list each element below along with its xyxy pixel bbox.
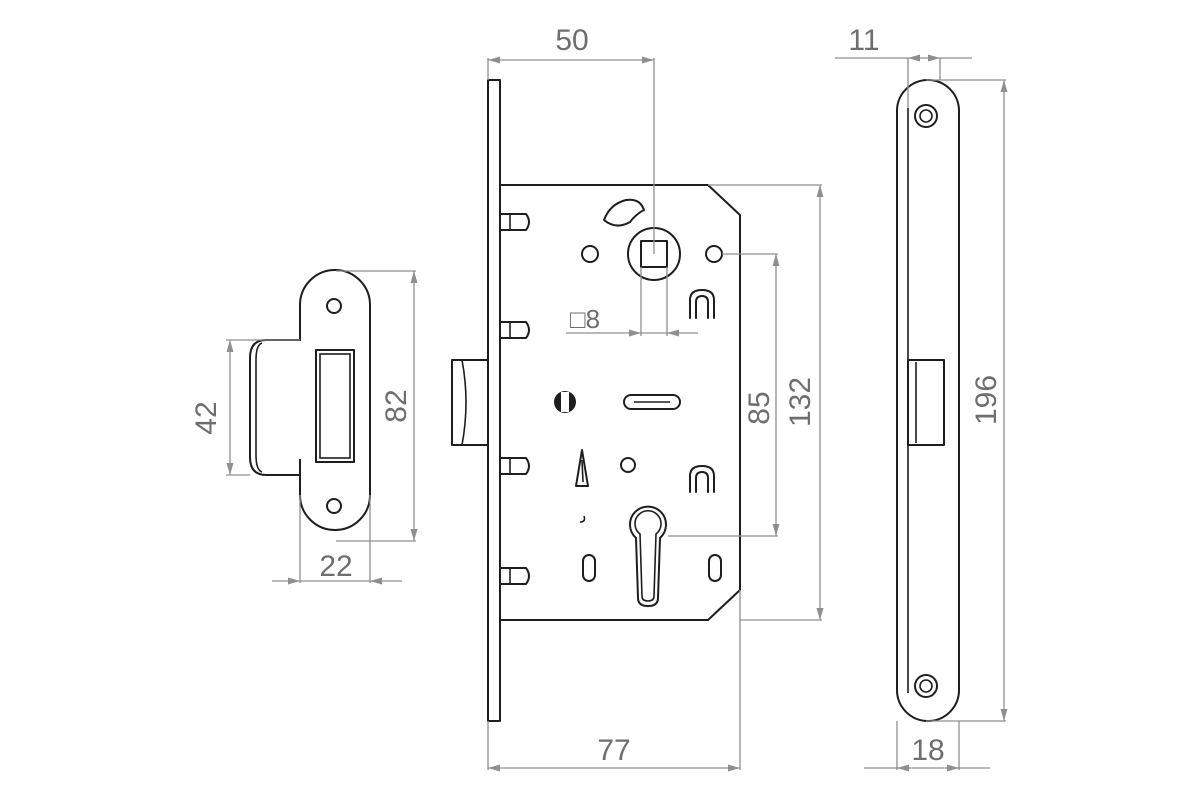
dimension-arrowhead — [728, 764, 740, 772]
label-strike-depth: 22 — [319, 550, 352, 583]
latch-bolt — [451, 359, 489, 446]
dim-line-strike-length — [336, 270, 416, 542]
faceplate-screw-top — [914, 104, 938, 128]
lock-body — [451, 79, 741, 722]
strike-lip — [249, 339, 301, 476]
mount-hole-left — [581, 245, 599, 263]
oval-hole-right — [708, 554, 722, 582]
lock-faceplate — [487, 79, 501, 722]
u-slot-lower — [689, 465, 715, 493]
lock-case-outline — [499, 184, 741, 621]
label-spindle: □8 — [570, 304, 600, 334]
spring-tab-1 — [499, 213, 530, 231]
dim-line-strike-height — [226, 339, 300, 476]
dimension-arrowhead — [928, 54, 940, 62]
dim-line-faceplate-thickness — [835, 57, 972, 108]
spring-hook — [579, 515, 586, 523]
u-slot-upper — [689, 289, 715, 319]
dimension-arrowhead — [488, 56, 500, 64]
dimension-arrowhead — [667, 329, 679, 337]
strike-bolt-opening — [315, 349, 355, 463]
dimension-arrowhead — [772, 254, 780, 266]
dim-line-case-height — [708, 184, 822, 621]
label-center-distance: 85 — [743, 391, 776, 424]
dimension-arrowhead — [816, 608, 824, 620]
dimension-arrowhead — [488, 764, 500, 772]
keyhole-screw-slot — [561, 392, 569, 412]
label-case-width: 77 — [597, 734, 630, 767]
strike-bolt-opening-inner — [319, 353, 351, 459]
label-faceplate-thickness: 11 — [848, 24, 879, 57]
dimension-arrowhead — [410, 529, 418, 541]
follower-lever — [603, 198, 645, 227]
dim-line-center-distance — [668, 253, 778, 537]
oval-hole-left — [582, 554, 596, 582]
dimension-arrowhead — [908, 54, 920, 62]
pin-hole — [620, 457, 636, 473]
spring-wedge-inner — [581, 459, 584, 483]
strike-plate — [249, 269, 371, 531]
dimension-arrowhead — [226, 340, 234, 352]
dimension-arrowhead — [947, 764, 959, 772]
dimension-arrowhead — [410, 271, 418, 283]
strike-screw-hole-bottom — [326, 498, 342, 514]
dimension-arrowhead — [1000, 80, 1008, 92]
dimension-arrowhead — [772, 524, 780, 536]
strike-screw-hole-top — [326, 298, 342, 314]
mount-hole-right — [705, 245, 723, 263]
latch-bolt-bevel — [461, 359, 467, 446]
cylinder-cutout — [629, 505, 667, 607]
dimension-arrowhead — [629, 329, 641, 337]
cylinder-cutout-inner — [634, 509, 662, 602]
faceplate-side — [896, 79, 960, 722]
faceplate-screw-bottom — [914, 674, 938, 698]
label-strike-length: 82 — [380, 389, 413, 422]
faceplate-screw-top-inner — [919, 109, 933, 123]
label-case-height: 132 — [784, 377, 817, 427]
dimension-arrowhead — [370, 577, 382, 585]
strike-lip-edge — [255, 342, 263, 473]
faceplate-screw-bottom-inner — [919, 679, 933, 693]
label-faceplate-width: 18 — [911, 734, 944, 767]
spring-tab-4 — [499, 567, 530, 585]
dimension-labels: 42 82 22 50 □8 85 132 77 11 196 18 — [190, 24, 1003, 767]
faceplate-latch-opening — [907, 359, 945, 446]
spring-wedge — [575, 449, 589, 487]
dimension-arrowhead — [226, 463, 234, 475]
dimension-arrowhead — [816, 185, 824, 197]
dimension-arrowhead — [1000, 709, 1008, 721]
latch-slot — [623, 394, 681, 410]
dimension-arrows — [226, 54, 1008, 772]
spring-tab-3 — [499, 457, 530, 475]
dim-line-case-width — [487, 590, 741, 770]
dimension-arrowhead — [897, 764, 909, 772]
dimension-arrowhead — [288, 577, 300, 585]
strike-plate-outline — [299, 269, 371, 531]
dimension-arrowhead — [642, 56, 654, 64]
label-strike-height: 42 — [190, 401, 223, 434]
dim-line-backset — [487, 58, 655, 254]
dimension-lines — [226, 57, 1006, 770]
spring-tab-2 — [499, 321, 530, 339]
label-backset: 50 — [555, 24, 588, 57]
label-faceplate-length: 196 — [970, 375, 1003, 425]
dim-line-faceplate-width — [864, 721, 990, 770]
faceplate-side-outline — [896, 79, 960, 722]
dim-line-faceplate-length — [926, 79, 1006, 722]
